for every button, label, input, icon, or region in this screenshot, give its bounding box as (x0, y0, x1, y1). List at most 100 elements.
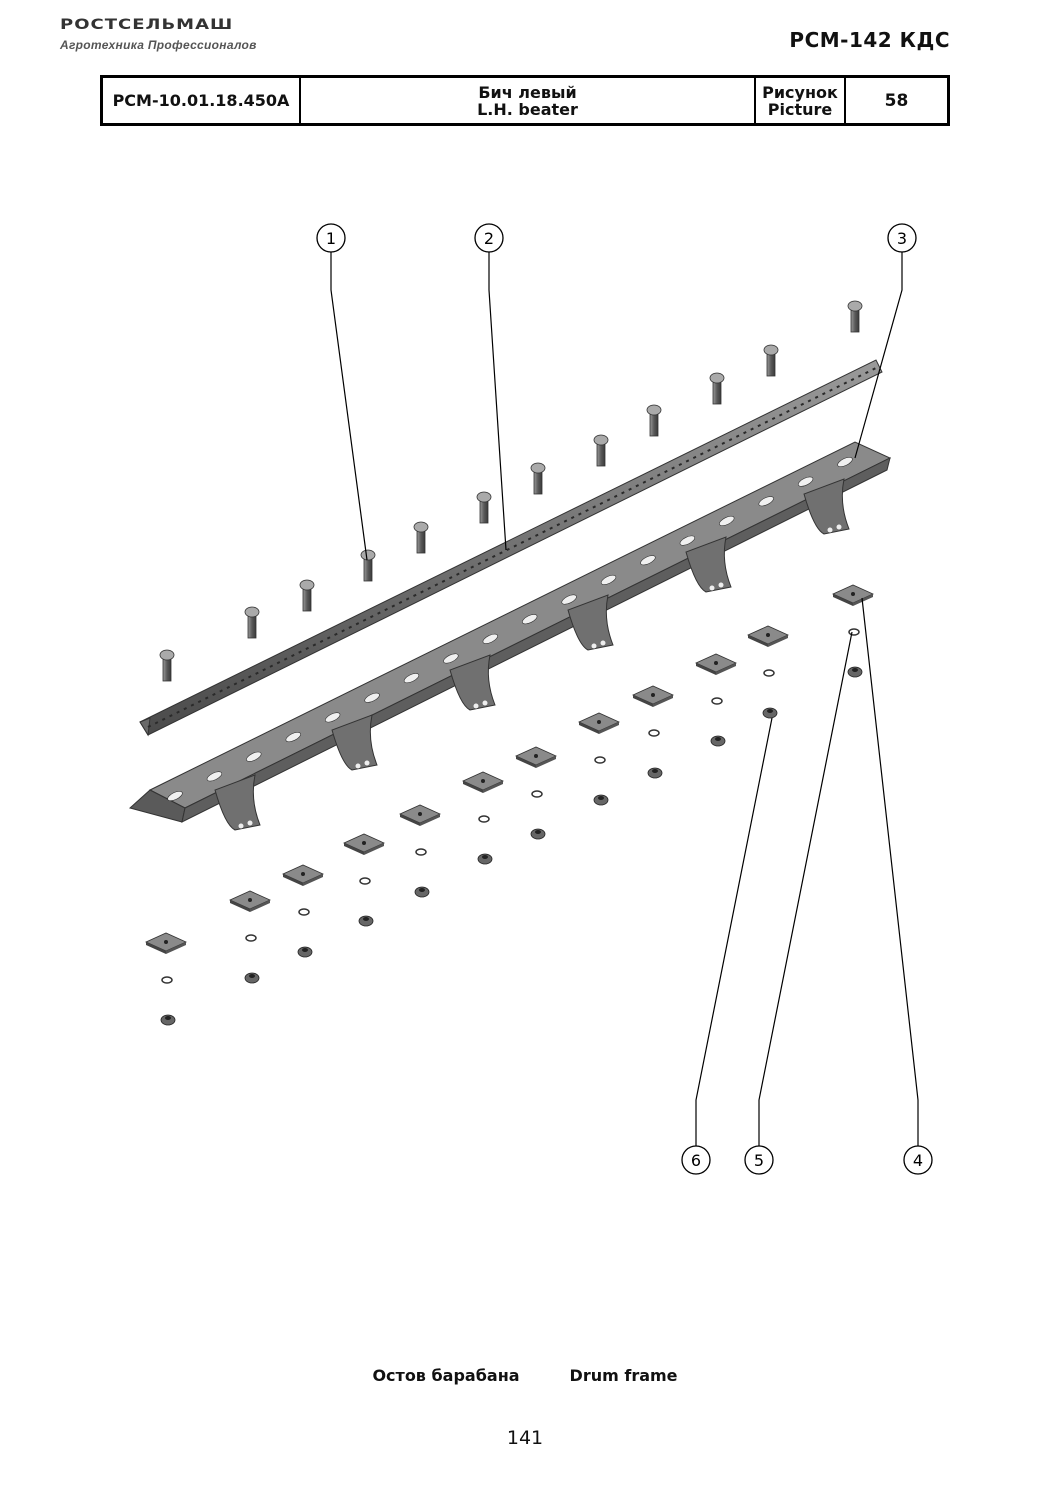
svg-text:4: 4 (913, 1151, 923, 1170)
lock-washer (711, 697, 723, 705)
rasp-bar (139, 359, 883, 737)
brand-tagline: Агротехника Профессионалов (60, 38, 257, 52)
lock-washer (531, 790, 543, 798)
slot (640, 555, 656, 566)
square-plate (282, 864, 324, 886)
brand-logo: РОСТСЕЛЬМАШ Агротехника Профессионалов (60, 18, 300, 52)
svg-text:3: 3 (897, 229, 907, 248)
bolt (763, 344, 779, 377)
model-name: РСМ-142 КДС (789, 28, 950, 52)
bolt (360, 549, 376, 582)
svg-text:2: 2 (484, 229, 494, 248)
slot (403, 673, 420, 684)
slot (719, 515, 735, 526)
slot (837, 456, 853, 468)
hex-nut (358, 915, 374, 927)
mounting-lug (803, 478, 850, 535)
square-plate (832, 584, 874, 606)
bolt (413, 521, 429, 554)
caption-en: Drum frame (569, 1366, 678, 1385)
svg-text:5: 5 (754, 1151, 764, 1170)
mounting-lug (214, 774, 261, 831)
brand-wordmark: РОСТСЕЛЬМАШ (60, 16, 234, 34)
square-plate (399, 804, 441, 826)
square-plate (145, 932, 187, 954)
mounting-lug (567, 594, 614, 651)
callout-5: 5 (744, 1145, 774, 1175)
bolt (646, 404, 662, 437)
callout-3: 3 (887, 223, 917, 253)
lock-washer (763, 669, 775, 677)
slot (364, 692, 380, 703)
square-plate (578, 712, 620, 734)
callout-2: 2 (474, 223, 504, 253)
fastener-set (145, 584, 874, 1026)
slot (443, 653, 459, 664)
part-name-ru: Бич левый (478, 82, 577, 102)
picture-label-ru: Рисунок (762, 82, 838, 102)
lock-washer (848, 628, 860, 636)
picture-label-cell: Рисунок Picture (756, 78, 846, 123)
lock-washer (298, 908, 310, 916)
slot (600, 574, 617, 585)
callout-6: 6 (681, 1145, 711, 1175)
picture-number: 58 (884, 90, 909, 111)
bolt-group (159, 300, 863, 682)
lock-washer (245, 934, 257, 942)
mounting-lug (685, 536, 732, 593)
hex-nut (477, 853, 493, 865)
bolt (244, 606, 260, 639)
bolt (530, 462, 546, 495)
hex-nut (847, 666, 863, 678)
square-plate (462, 771, 504, 793)
page-number: 141 (506, 1427, 544, 1449)
hex-nut (244, 972, 260, 984)
lock-washer (594, 756, 606, 764)
slot (324, 712, 341, 723)
square-plate (747, 625, 789, 647)
hex-nut (297, 946, 313, 958)
square-plate (229, 890, 271, 912)
slot (167, 790, 183, 802)
bolt (593, 434, 609, 467)
svg-text:6: 6 (691, 1151, 701, 1170)
slot (758, 496, 774, 507)
hex-nut (647, 767, 663, 779)
slot (285, 732, 301, 743)
part-name-cell: Бич левый L.H. beater (301, 78, 756, 123)
lock-washer (648, 729, 660, 737)
square-plate (343, 833, 385, 855)
slot (206, 771, 223, 782)
hex-nut (160, 1014, 176, 1026)
slot (246, 751, 262, 762)
hex-nut (530, 828, 546, 840)
part-number: РСМ-10.01.18.450А (112, 91, 290, 110)
lock-washer (415, 848, 427, 856)
part-name-en: L.H. beater (477, 99, 578, 119)
square-plate (632, 685, 674, 707)
slot (797, 476, 814, 487)
picture-number-cell: 58 (846, 78, 947, 123)
bolt (847, 300, 863, 333)
hex-nut (414, 886, 430, 898)
bolt (709, 372, 725, 405)
bolt (476, 491, 492, 524)
mounting-lug (331, 714, 378, 771)
callout-1: 1 (316, 223, 346, 253)
svg-text:1: 1 (326, 229, 336, 248)
lock-washer (359, 877, 371, 885)
part-number-cell: РСМ-10.01.18.450А (103, 78, 301, 123)
bolt (159, 649, 175, 682)
leader-lines (330, 252, 919, 1146)
lock-washer (478, 815, 490, 823)
bolt (299, 579, 315, 612)
caption-ru: Остов барабана (372, 1366, 520, 1385)
slot (561, 594, 577, 605)
hex-nut (762, 707, 778, 719)
lock-washer (161, 976, 173, 984)
callout-4: 4 (903, 1145, 933, 1175)
picture-label-en: Picture (767, 99, 833, 119)
beater-angle (128, 441, 892, 831)
square-plate (515, 746, 557, 768)
